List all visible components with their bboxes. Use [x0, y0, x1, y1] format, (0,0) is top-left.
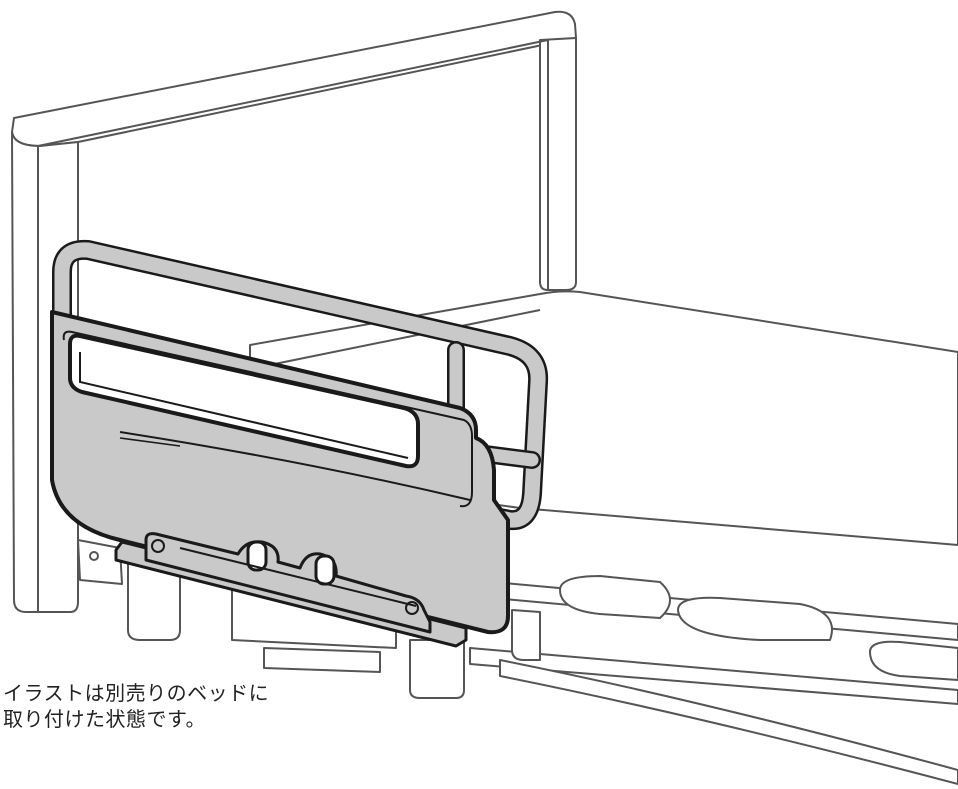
caption: イラストは別売りのベッドに 取り付けた状態です。: [3, 680, 333, 732]
rail-window: [68, 333, 420, 469]
caption-line-2: 取り付けた状態です。: [3, 707, 206, 731]
caption-line-1: イラストは別売りのベッドに: [3, 681, 270, 705]
headboard: [11, 10, 577, 613]
side-rail: [50, 239, 549, 648]
